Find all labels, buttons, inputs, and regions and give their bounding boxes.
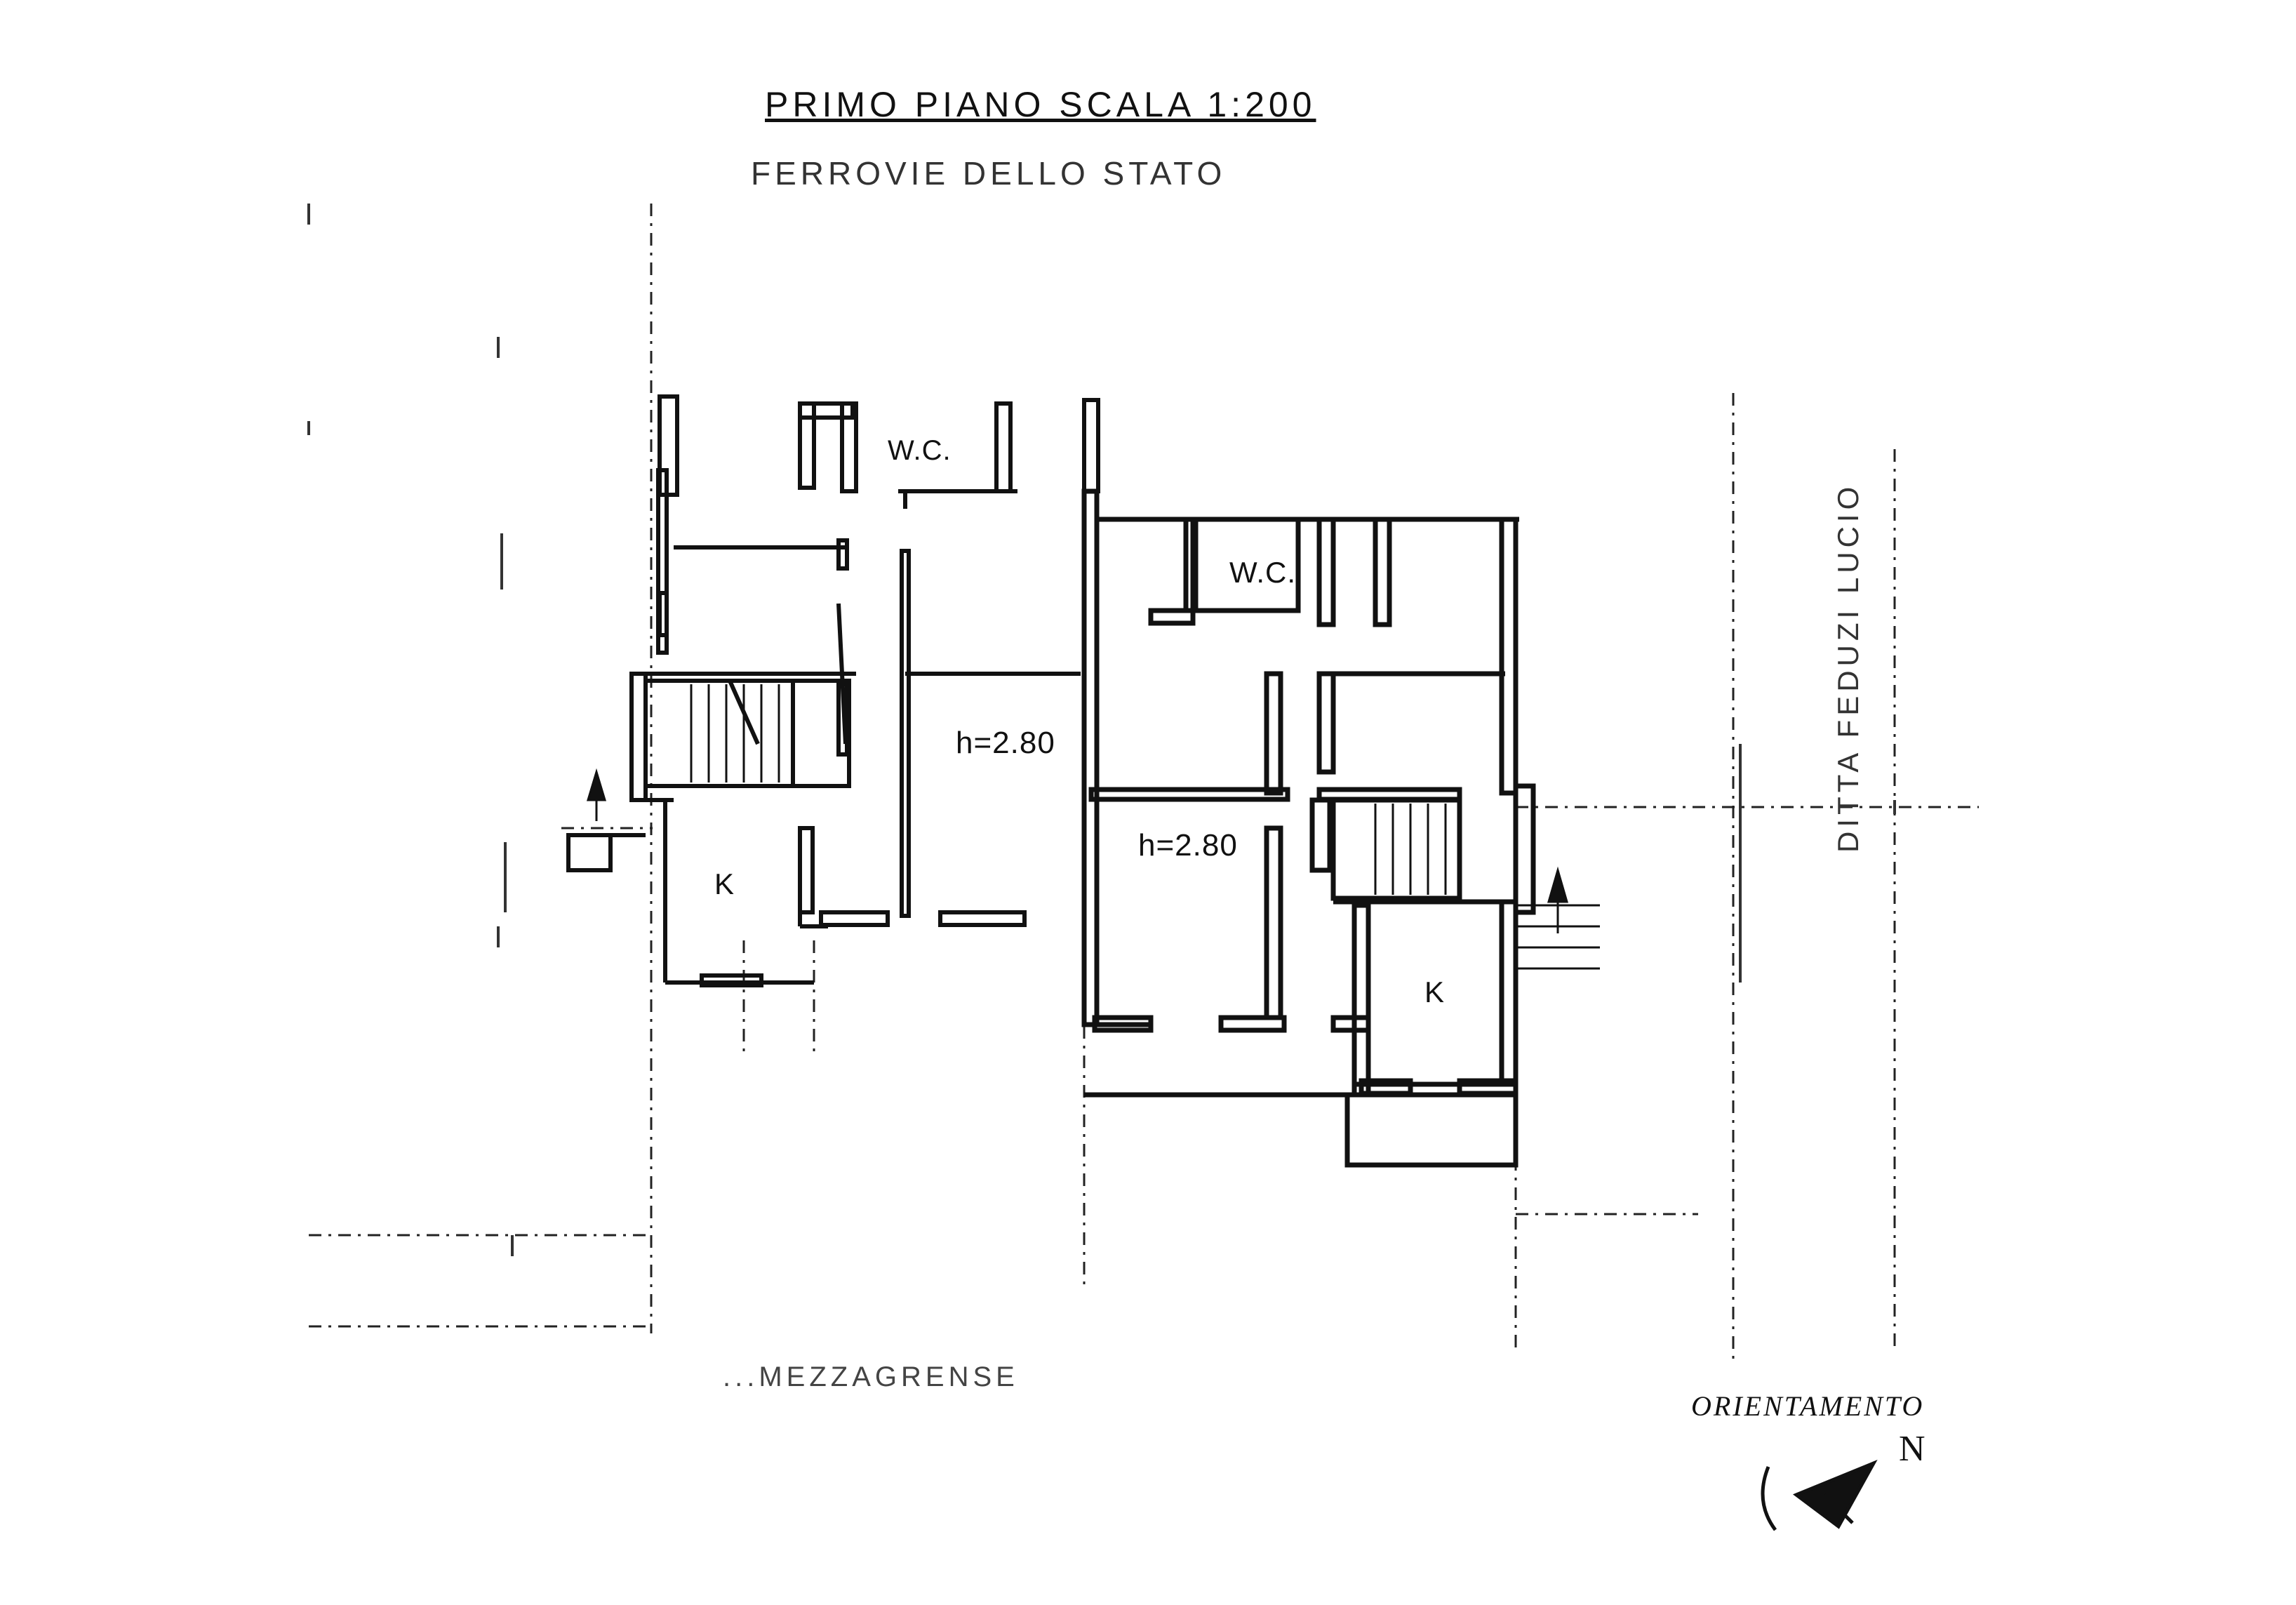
left-unit-walls [566,394,1100,987]
street-label-bottom: ...MEZZAGRENSE [723,1361,1019,1392]
right-stair [1374,804,1600,970]
north-letter: N [1899,1429,1925,1469]
ceiling-height-left: h=2.80 [956,726,1055,760]
left-stair [586,684,780,821]
plan-title: PRIMO PIANO SCALA 1:200 [765,85,1316,124]
right-unit-walls [1081,488,1536,1168]
plan-subtitle: FERROVIE DELLO STATO [751,155,1227,192]
room-label-kitchen-left: K [714,867,739,900]
ceiling-height-right: h=2.80 [1138,828,1238,863]
room-label-kitchen-right: K [1424,975,1449,1008]
ticks [307,204,1896,1256]
room-label-wc-right: W.C. [1229,556,1296,589]
neighbour-label-right: DITTA FEDUZI LUCIO [1831,482,1864,853]
north-arrow-symbol [1761,1459,1878,1531]
room-label-wc-left: W.C. [888,435,952,466]
orientation-label: ORIENTAMENTO [1691,1390,1925,1422]
construction-lines [309,204,1979,1361]
